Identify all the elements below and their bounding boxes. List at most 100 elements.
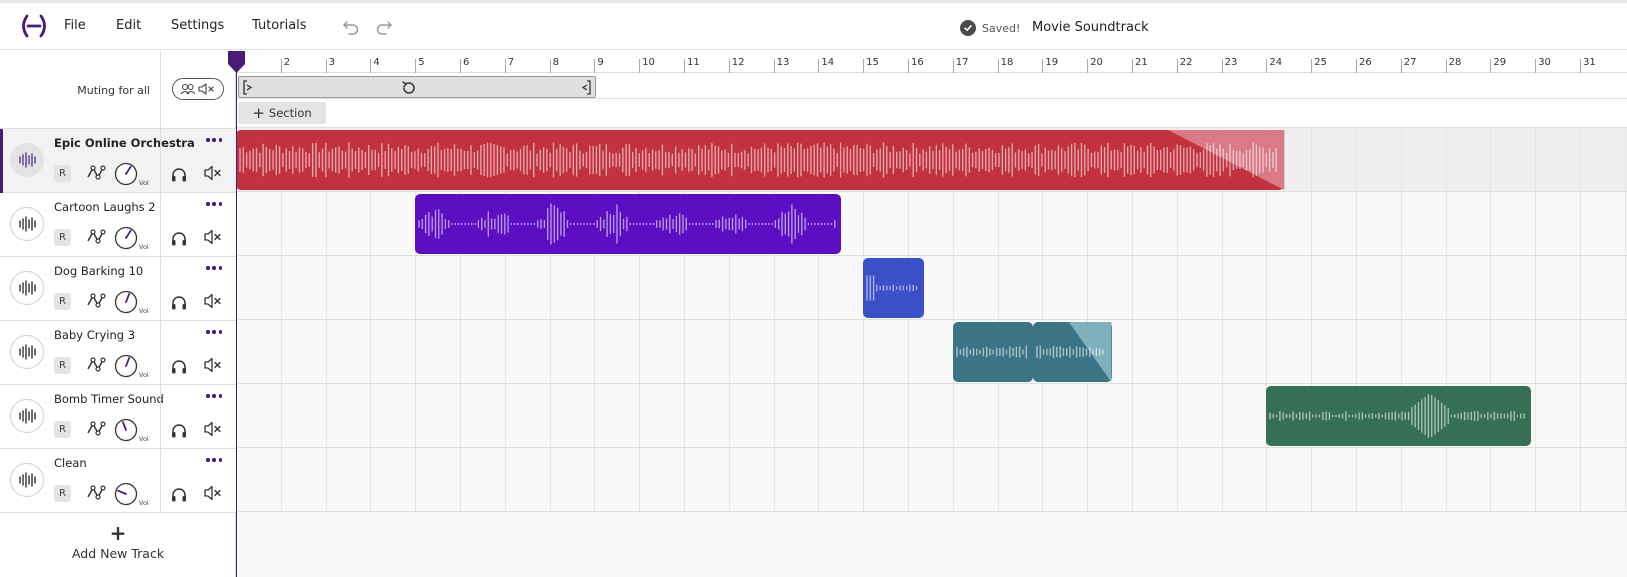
track-avatar[interactable] xyxy=(10,143,44,177)
mute-button[interactable] xyxy=(203,420,223,438)
record-arm-button[interactable]: R xyxy=(54,229,71,246)
more-dots-icon[interactable] xyxy=(206,135,222,145)
grid-line xyxy=(1490,128,1492,192)
grid-line xyxy=(1042,448,1044,512)
volume-knob[interactable] xyxy=(114,480,150,508)
grid-line xyxy=(1266,320,1268,384)
track-name[interactable]: Cartoon Laughs 2 xyxy=(54,200,156,214)
mute-button[interactable] xyxy=(203,292,223,310)
solo-button[interactable] xyxy=(170,293,188,311)
volume-knob[interactable] xyxy=(114,160,150,188)
volume-knob[interactable] xyxy=(114,288,150,316)
more-dots-icon[interactable] xyxy=(206,263,222,273)
record-arm-button[interactable]: R xyxy=(54,165,71,182)
redo-button[interactable] xyxy=(374,17,394,37)
solo-button[interactable] xyxy=(170,357,188,375)
loop-end-handle-icon[interactable] xyxy=(579,80,591,95)
effects-button[interactable] xyxy=(86,483,106,503)
grid-line xyxy=(997,384,999,448)
track-header[interactable]: Cartoon Laughs 2 R Vol xyxy=(0,193,236,257)
track-avatar[interactable] xyxy=(10,207,44,241)
mute-button[interactable] xyxy=(203,164,223,182)
track-lane[interactable] xyxy=(236,448,1627,512)
volume-knob-icon xyxy=(114,354,138,378)
grid-line xyxy=(728,256,730,320)
audio-clip[interactable] xyxy=(952,322,1034,382)
track-avatar[interactable] xyxy=(10,335,44,369)
track-header[interactable]: Baby Crying 3 R Vol xyxy=(0,321,236,385)
record-arm-button[interactable]: R xyxy=(54,357,71,374)
ruler-tick xyxy=(1400,59,1402,73)
solo-button[interactable] xyxy=(170,165,188,183)
playhead-handle[interactable] xyxy=(228,51,245,73)
record-arm-button[interactable]: R xyxy=(54,485,71,502)
solo-button[interactable] xyxy=(170,421,188,439)
track-name[interactable]: Baby Crying 3 xyxy=(54,328,136,342)
grid-line xyxy=(773,256,775,320)
effects-button[interactable] xyxy=(86,355,106,375)
mute-button[interactable] xyxy=(203,356,223,374)
more-dots-icon[interactable] xyxy=(206,327,222,337)
ruler-tick xyxy=(460,59,461,73)
ruler-tick xyxy=(1535,59,1537,73)
grid-line xyxy=(504,448,506,512)
effects-icon xyxy=(87,357,106,372)
track-avatar[interactable] xyxy=(10,463,44,497)
record-arm-button[interactable]: R xyxy=(54,421,71,438)
undo-button[interactable] xyxy=(341,17,361,37)
mute-button[interactable] xyxy=(203,228,223,246)
track-lane[interactable] xyxy=(236,256,1627,320)
track-name[interactable]: Epic Online Orchestra xyxy=(54,136,195,150)
more-dots-icon[interactable] xyxy=(206,391,222,401)
track-header[interactable]: Epic Online Orchestra R Vol xyxy=(0,129,236,193)
menu-file[interactable]: File xyxy=(64,18,86,33)
track-avatar[interactable] xyxy=(10,271,44,305)
track-name[interactable]: Bomb Timer Sound xyxy=(54,392,164,406)
track-name[interactable]: Dog Barking 10 xyxy=(54,264,144,278)
audio-clip[interactable] xyxy=(863,258,924,318)
grid-line xyxy=(549,448,551,512)
audio-clip[interactable] xyxy=(1266,386,1531,446)
bracket-logo-icon[interactable] xyxy=(18,13,50,39)
ruler-number: 9 xyxy=(597,57,604,68)
project-title[interactable]: Movie Soundtrack xyxy=(1032,20,1149,35)
volume-knob[interactable] xyxy=(114,352,150,380)
audio-clip[interactable] xyxy=(415,194,841,254)
loop-icon[interactable] xyxy=(401,80,417,96)
audio-clip[interactable] xyxy=(236,130,1285,190)
effects-button[interactable] xyxy=(86,419,106,439)
menu-settings[interactable]: Settings xyxy=(171,18,225,33)
record-arm-button[interactable]: R xyxy=(54,293,71,310)
track-avatar[interactable] xyxy=(10,399,44,433)
solo-button[interactable] xyxy=(170,229,188,247)
volume-knob[interactable] xyxy=(114,224,150,252)
audio-clip[interactable] xyxy=(1033,322,1112,382)
loop-region[interactable] xyxy=(238,76,596,98)
add-section-button[interactable]: + Section xyxy=(238,102,326,124)
menu-edit[interactable]: Edit xyxy=(116,18,142,33)
track-header[interactable]: Dog Barking 10 R Vol xyxy=(0,257,236,321)
more-dots-icon[interactable] xyxy=(206,455,222,465)
grid-line xyxy=(908,320,909,384)
track-name[interactable]: Clean xyxy=(54,456,87,470)
track-lane[interactable] xyxy=(236,320,1627,384)
more-dots-icon[interactable] xyxy=(206,199,222,209)
grid-line xyxy=(1176,256,1178,320)
grid-line xyxy=(370,384,372,448)
mute-all-toggle[interactable] xyxy=(172,78,224,100)
add-new-track-button[interactable]: + Add New Track xyxy=(0,514,236,577)
menu-tutorials[interactable]: Tutorials xyxy=(252,18,307,33)
grid-line xyxy=(1535,320,1537,384)
effects-button[interactable] xyxy=(86,291,106,311)
solo-button[interactable] xyxy=(170,485,188,503)
volume-knob[interactable] xyxy=(114,416,150,444)
effects-button[interactable] xyxy=(86,163,106,183)
track-header[interactable]: Bomb Timer Sound R Vol xyxy=(0,385,236,449)
effects-button[interactable] xyxy=(86,227,106,247)
save-status-text: Saved! xyxy=(982,21,1021,35)
mute-button[interactable] xyxy=(203,484,223,502)
loop-start-handle-icon[interactable] xyxy=(243,80,255,95)
track-header[interactable]: Clean R Vol xyxy=(0,449,236,513)
